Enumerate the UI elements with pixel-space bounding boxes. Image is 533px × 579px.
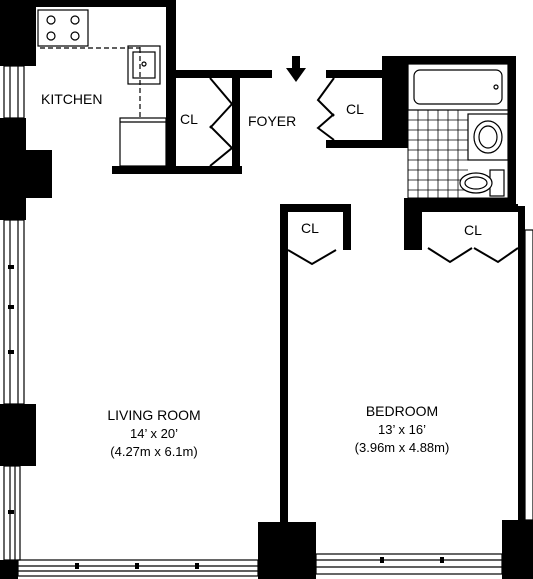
entry-arrow-icon xyxy=(286,56,306,82)
wall-foyer-top-left xyxy=(176,70,272,78)
wall-kitchen-right xyxy=(166,0,176,166)
closet-doors xyxy=(209,77,519,266)
window-left-3 xyxy=(3,465,21,561)
closet-label-1: CL xyxy=(180,111,198,127)
wall-kitchen-top xyxy=(36,0,176,7)
closet-label-2: CL xyxy=(346,101,364,117)
wall-bath-top xyxy=(382,56,516,64)
wall-right-upper xyxy=(508,56,516,206)
stove-icon xyxy=(37,9,89,47)
wall-right-lower xyxy=(518,206,525,546)
counter-line xyxy=(40,46,141,118)
bedroom-size-imperial: 13’ x 16’ xyxy=(378,422,426,437)
bathroom xyxy=(407,63,509,199)
wall-bed-closet-top xyxy=(280,204,350,212)
window-left-2 xyxy=(3,219,25,405)
wall-closet-right-left xyxy=(326,140,408,148)
wall-bottom-pier-mid xyxy=(258,522,316,579)
wall-foyer-top-right xyxy=(326,70,384,78)
living-room-label: LIVING ROOM xyxy=(107,407,200,423)
closet-label-3: CL xyxy=(301,220,319,236)
wall-corner-nw xyxy=(0,0,36,66)
window-mullions xyxy=(8,265,444,569)
living-room-size-metric: (4.27m x 6.1m) xyxy=(110,444,197,459)
wall-partition xyxy=(280,204,288,524)
closet-label-4: CL xyxy=(464,222,482,238)
wall-left-pier-1b xyxy=(26,150,52,198)
tile-grid xyxy=(408,110,468,198)
wall-closet-left-right xyxy=(232,70,240,174)
kitchen-label: KITCHEN xyxy=(41,91,102,107)
wall-bath-bottom xyxy=(404,198,516,206)
window-bottom-1 xyxy=(17,559,259,577)
sink-icon xyxy=(127,45,161,85)
wall-bath-left xyxy=(382,60,408,148)
window-right-1 xyxy=(524,229,533,521)
bedroom-size-metric: (3.96m x 4.88m) xyxy=(355,440,450,455)
wall-bed-closet-right xyxy=(343,204,351,250)
bedroom-label: BEDROOM xyxy=(366,403,438,419)
wall-left-pier-2 xyxy=(0,404,36,466)
window-bottom-2 xyxy=(315,553,503,575)
wall-left-pier-1 xyxy=(0,118,26,220)
wall-kitchen-bottom xyxy=(112,166,242,174)
wall-bath-pier xyxy=(404,198,422,250)
refrigerator xyxy=(119,117,167,167)
foyer-label: FOYER xyxy=(248,113,296,129)
kitchen-fixtures xyxy=(37,9,167,167)
wall-right-pier xyxy=(502,520,533,579)
wall-bottom-pier-left xyxy=(0,560,18,579)
window-left-1 xyxy=(3,65,25,119)
wall-bed-closet2-top xyxy=(422,204,518,212)
living-room-size-imperial: 14’ x 20’ xyxy=(130,426,178,441)
